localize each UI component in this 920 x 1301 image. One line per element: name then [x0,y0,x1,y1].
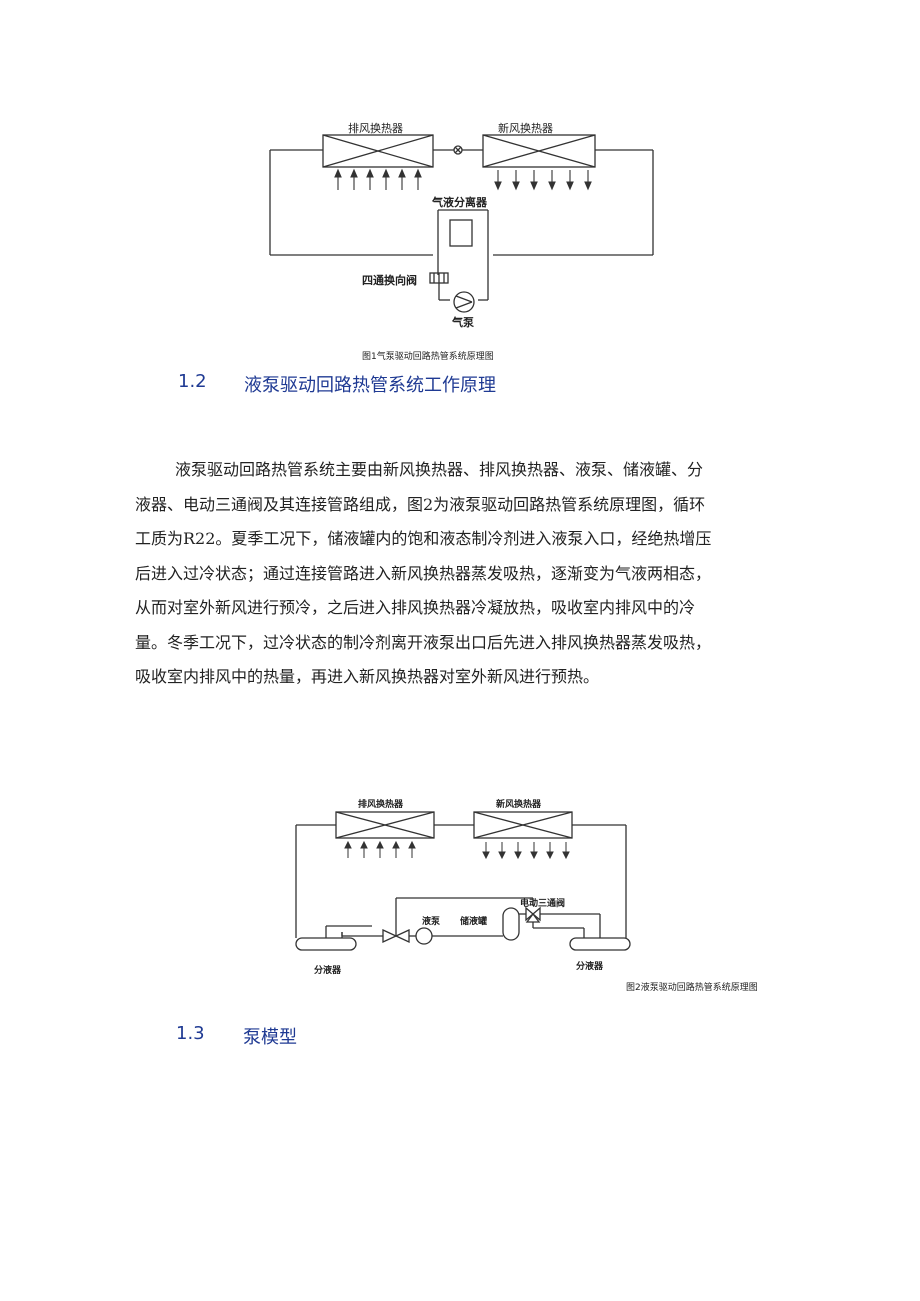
section-number: 1.2 [178,371,207,392]
exhaust-airflow-arrows [334,168,422,190]
left-distributor [295,937,357,951]
section-1-3-heading: 1.3 泵模型 [176,1023,476,1048]
paragraph-line: 后进入过冷状态；通过连接管路进入新风换热器蒸发吸热，逐渐变为气液两相态， [135,563,712,583]
section-title: 泵模型 [243,1027,297,1048]
figure-1-caption: 图1气泵驱动回路热管系统原理图 [362,352,494,362]
fig2-label-exhaust-hx: 排风换热器 [358,798,404,810]
figure-2-diagram: 排风换热器 新风换热器 液泵 储液罐 电动三通阀 分液器 分液器 [288,790,633,980]
figure-1-svg: 排风换热器 新风换热器 气液分离器 四通换向阀 气泵 [269,121,654,329]
fig2-label-storage-tank: 储液罐 [460,915,487,927]
exhaust-heat-exchanger [322,134,434,168]
body-paragraph: 液泵驱动回路热管系统主要由新风换热器、排风换热器、液泵、储液罐、分 液器、电动三… [135,456,811,698]
figure-2-svg: 排风换热器 新风换热器 液泵 储液罐 电动三通阀 分液器 分液器 [295,798,631,976]
figure-2-caption: 图2液泵驱动回路热管系统原理图 [626,983,758,993]
expansion-valve-icon [453,145,463,155]
fig1-label-fresh-hx: 新风换热器 [498,121,553,135]
fig2-label-distributor-left: 分液器 [314,964,342,976]
paragraph-line: 吸收室内排风中的热量，再进入新风换热器对室外新风进行预热。 [135,667,600,686]
fig2-label-three-way-valve: 电动三通阀 [520,897,565,909]
paragraph-line: 工质为R22。夏季工况下，储液罐内的饱和液态制冷剂进入液泵入口，经绝热增压 [135,529,712,548]
fig2-label-liquid-pump: 液泵 [422,915,441,927]
fig1-label-exhaust-hx: 排风换热器 [348,121,403,135]
paragraph-line: 量。冬季工况下，过冷状态的制冷剂离开液泵出口后先进入排风换热器蒸发吸热， [135,632,712,652]
separator-body [449,219,473,247]
fig1-label-four-way-valve: 四通换向阀 [362,273,417,287]
paragraph-line: 从而对室外新风进行预冷，之后进入排风换热器冷凝放热，吸收室内排风中的冷 [135,598,696,617]
fig1-label-gas-pump: 气泵 [451,315,474,329]
fig2-label-fresh-hx: 新风换热器 [496,798,542,810]
section-number: 1.3 [176,1023,205,1044]
fresh-heat-exchanger [482,134,596,168]
check-valve-icon [382,928,398,944]
storage-tank [502,907,520,941]
figure-1-diagram: 排风换热器 新风换热器 气液分离器 四通换向阀 气泵 [260,110,660,350]
fig2-label-distributor-right: 分液器 [576,960,604,972]
paragraph-line: 液器、电动三通阀及其连接管路组成，图2为液泵驱动回路热管系统原理图，循环 [135,494,706,514]
fig2-exhaust-airflow-arrows [344,840,416,858]
section-1-2-heading: 1.2 液泵驱动回路热管系统工作原理 [178,371,578,396]
fig1-label-separator: 气液分离器 [431,195,488,209]
fresh-airflow-arrows [494,170,592,191]
right-distributor [569,937,631,951]
three-way-valve-icon [525,906,534,922]
fig2-fresh-airflow-arrows [482,842,570,860]
gas-pump-icon [453,291,475,313]
section-title: 液泵驱动回路热管系统工作原理 [244,375,496,396]
paragraph-line: 液泵驱动回路热管系统主要由新风换热器、排风换热器、液泵、储液罐、分 [175,460,704,479]
liquid-pump-icon [415,927,433,945]
